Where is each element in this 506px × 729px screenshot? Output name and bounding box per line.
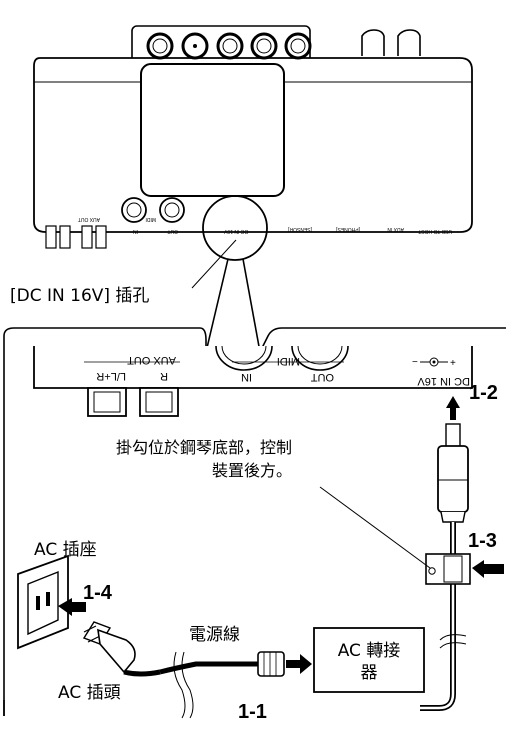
small-aux-out-label: AUX OUT bbox=[78, 216, 100, 222]
control-unit-underside: AUX OUT MIDI IN OUT DC IN 16V [SENSOR] [… bbox=[33, 25, 473, 249]
ac-adapter-label: AC 轉接 器 bbox=[337, 641, 401, 683]
midi-in-label: IN bbox=[241, 371, 252, 383]
step-1-2-label: 1-2 bbox=[469, 382, 498, 404]
outlet-arrow bbox=[58, 598, 86, 616]
svg-text:−: − bbox=[412, 357, 418, 368]
ac-adapter-box bbox=[313, 627, 425, 693]
step-1-4-label: 1-4 bbox=[83, 582, 112, 604]
ac-plug bbox=[82, 621, 161, 677]
cable-hook bbox=[425, 553, 471, 585]
up-arrow bbox=[446, 396, 460, 420]
l-lr-label: L/L+R bbox=[96, 370, 126, 382]
r-label: R bbox=[160, 370, 168, 382]
step-1-3-label: 1-3 bbox=[468, 530, 497, 552]
leader-line bbox=[191, 239, 237, 289]
ac-plug-label: AC 插頭 bbox=[58, 683, 121, 703]
midi-out-label: OUT bbox=[311, 371, 335, 383]
dc-plug bbox=[437, 423, 469, 523]
step-1-1-label: 1-1 bbox=[238, 701, 267, 723]
small-aux-in-label: AUX IN bbox=[387, 226, 404, 232]
dc-in-label: DC IN 16V bbox=[417, 375, 470, 387]
power-cord bbox=[159, 661, 258, 675]
small-phones-label: [PHONES] bbox=[335, 226, 360, 232]
small-out-label: OUT bbox=[167, 228, 178, 234]
svg-text:+: + bbox=[450, 358, 456, 369]
left-arrow bbox=[472, 560, 504, 578]
power-cord-label: 電源線 bbox=[189, 625, 240, 645]
rear-panel-detail: AUX OUT R L/L+R MIDI IN OUT DC IN 16V − … bbox=[33, 345, 473, 417]
small-midi-label: MIDI bbox=[145, 216, 156, 222]
aux-out-label: AUX OUT bbox=[127, 354, 176, 366]
small-in-label: IN bbox=[133, 228, 138, 234]
wall-outlet bbox=[17, 554, 69, 650]
detail-frame bbox=[3, 327, 506, 716]
hook-location-note: 掛勾位於鋼琴底部，控制 裝置後方。 bbox=[116, 438, 293, 480]
dc-in-port-callout: [DC IN 16V] 插孔 bbox=[10, 286, 150, 306]
magnifier-circle bbox=[202, 195, 268, 261]
small-sensor-label: [SENSOR] bbox=[287, 226, 312, 232]
polarity-symbol: − + bbox=[412, 357, 456, 369]
small-dc-in-label: DC IN 16V bbox=[223, 228, 248, 234]
dc-cable bbox=[420, 522, 456, 711]
iec-connector bbox=[257, 651, 285, 677]
right-arrow bbox=[286, 654, 312, 674]
midi-label: MIDI bbox=[277, 355, 300, 367]
small-usb-label: USB TO HOST bbox=[418, 228, 452, 234]
ac-outlet-label: AC 插座 bbox=[34, 540, 97, 560]
